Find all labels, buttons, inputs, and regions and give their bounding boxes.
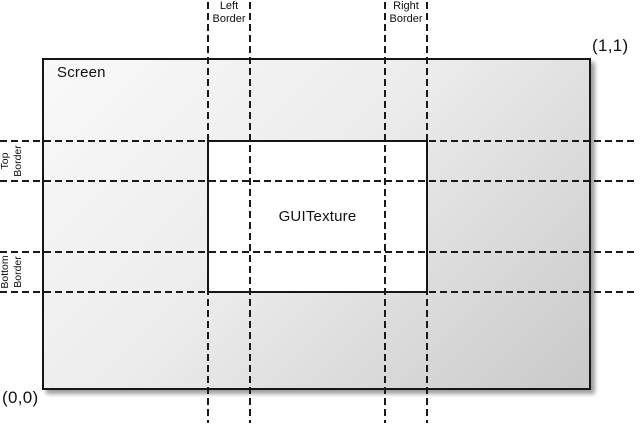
- top-border-inner-line: [0, 180, 638, 182]
- coordinate-top-right: (1,1): [592, 36, 629, 55]
- guitexture-rect: GUITexture: [207, 140, 428, 293]
- left-border-inner-line: [249, 2, 251, 423]
- bottom-border-label: Bottom Border: [0, 251, 25, 293]
- bottom-border-inner-line: [0, 251, 638, 253]
- top-border-label-line1: Top: [0, 152, 11, 170]
- guitexture-label: GUITexture: [278, 208, 357, 225]
- top-border-label-line2: Border: [11, 145, 24, 177]
- left-border-label-line1: Left: [219, 0, 239, 12]
- screen-label: Screen: [57, 64, 106, 81]
- left-border-label: Left Border: [197, 0, 261, 26]
- right-border-inner-line: [384, 2, 386, 423]
- left-border-label-line2: Border: [212, 13, 246, 25]
- bottom-border-label-line1: Bottom: [0, 255, 11, 289]
- right-border-label-line1: Right: [393, 0, 419, 12]
- right-border-label-line2: Border: [389, 13, 423, 25]
- top-border-label: Top Border: [0, 140, 25, 182]
- right-border-label: Right Border: [374, 0, 438, 26]
- bottom-border-label-line2: Border: [11, 256, 24, 288]
- coordinate-origin: (0,0): [2, 388, 39, 407]
